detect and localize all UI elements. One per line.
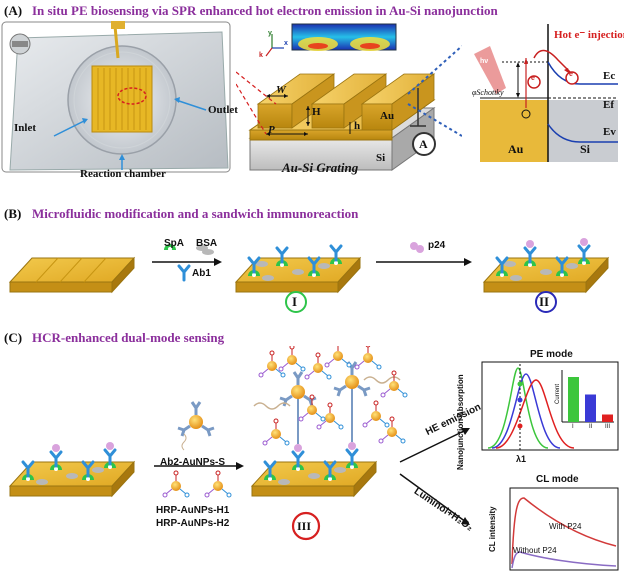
axis-y-label: y xyxy=(268,30,272,37)
grating-small-h-label: h xyxy=(354,120,361,132)
hrp-aunps-h1-label: HRP-AuNPs-H1 xyxy=(156,505,230,516)
pe-inset-ylabel: Current xyxy=(555,383,561,404)
pe-inset-tick-3: III xyxy=(605,424,611,430)
pe-curve-green xyxy=(487,367,549,449)
grating-si-label: Si xyxy=(376,152,386,164)
outlet-label: Outlet xyxy=(208,104,238,116)
spa-label: SpA xyxy=(164,238,184,249)
cl-mode-chart xyxy=(509,487,619,571)
au-si-grating-caption: Au-Si Grating xyxy=(282,160,359,175)
reaction-chamber-label: Reaction chamber xyxy=(80,168,166,180)
ec-label: Ec xyxy=(603,70,616,82)
cl-mode-title: CL mode xyxy=(536,474,579,485)
roman-three-label: III xyxy=(297,519,312,533)
band-si-label: Si xyxy=(580,142,591,156)
band-au-label: Au xyxy=(508,142,524,156)
cl-series-with-p24: With P24 xyxy=(549,522,582,531)
cl-curve-with-p24 xyxy=(511,497,617,565)
hrp-aunps-h2-label: HRP-AuNPs-H2 xyxy=(156,518,230,529)
section-b-letter: (B) xyxy=(4,206,22,221)
electron-label-1: e xyxy=(531,75,535,82)
grating-p-label: P xyxy=(268,124,275,136)
pe-inset-bar-1 xyxy=(568,377,579,422)
hv-label: hν xyxy=(480,58,489,65)
electron-label-2: e xyxy=(569,71,573,78)
section-c-title: HCR-enhanced dual-mode sensing xyxy=(32,330,225,345)
bsa-label: BSA xyxy=(196,238,218,249)
pe-inset-bar-3 xyxy=(602,414,613,422)
grating-h-label: H xyxy=(312,106,321,118)
section-a-letter: (A) xyxy=(4,3,23,18)
hcr-scheme xyxy=(8,346,470,541)
immunoreaction-scheme xyxy=(8,238,610,313)
ef-label: Ef xyxy=(603,99,614,111)
pe-mode-chart xyxy=(481,361,619,451)
microfluidic-chip-illustration xyxy=(1,21,231,173)
axis-x-label: x xyxy=(284,40,288,47)
ab2-aunps-label: Ab2-AuNPs-S xyxy=(160,457,226,468)
pe-curve-blue xyxy=(491,373,561,449)
pe-mode-title: PE mode xyxy=(530,349,573,360)
pe-mode-ylabel: Nanojunction Absorption xyxy=(456,374,465,470)
grating-au-label: Au xyxy=(380,110,395,122)
inlet-label: Inlet xyxy=(14,122,36,134)
ab1-label: Ab1 xyxy=(192,268,211,279)
band-diagram xyxy=(474,24,618,162)
roman-one-label: I xyxy=(292,294,298,309)
hot-injection-label: Hot e⁻ injection xyxy=(554,29,624,41)
cl-curve-without-p24 xyxy=(511,551,617,569)
pe-inset-tick-2: II xyxy=(589,424,593,430)
section-b-title: Microfluidic modification and a sandwich… xyxy=(32,206,359,221)
pe-inset-bar-2 xyxy=(585,394,596,422)
cl-mode-ylabel: CL intensity xyxy=(488,506,497,552)
roman-two-label: II xyxy=(539,294,550,309)
grating-w-label: W xyxy=(276,84,286,96)
axis-k-label: k xyxy=(259,52,263,59)
pe-mode-xlabel: λ1 xyxy=(516,454,527,464)
p24-label: p24 xyxy=(428,240,446,251)
ev-label: Ev xyxy=(603,126,616,138)
cl-series-without-p24: Without P24 xyxy=(513,546,557,555)
au-si-grating-illustration xyxy=(236,23,462,171)
phi-schottky-label: φSchottky xyxy=(472,88,504,97)
section-c-letter: (C) xyxy=(4,330,23,345)
pe-curve-red xyxy=(495,379,575,449)
section-a-title: In situ PE biosensing via SPR enhanced h… xyxy=(32,3,498,18)
pe-inset-tick-1: I xyxy=(572,424,574,430)
circle-a-label: A xyxy=(419,137,428,151)
